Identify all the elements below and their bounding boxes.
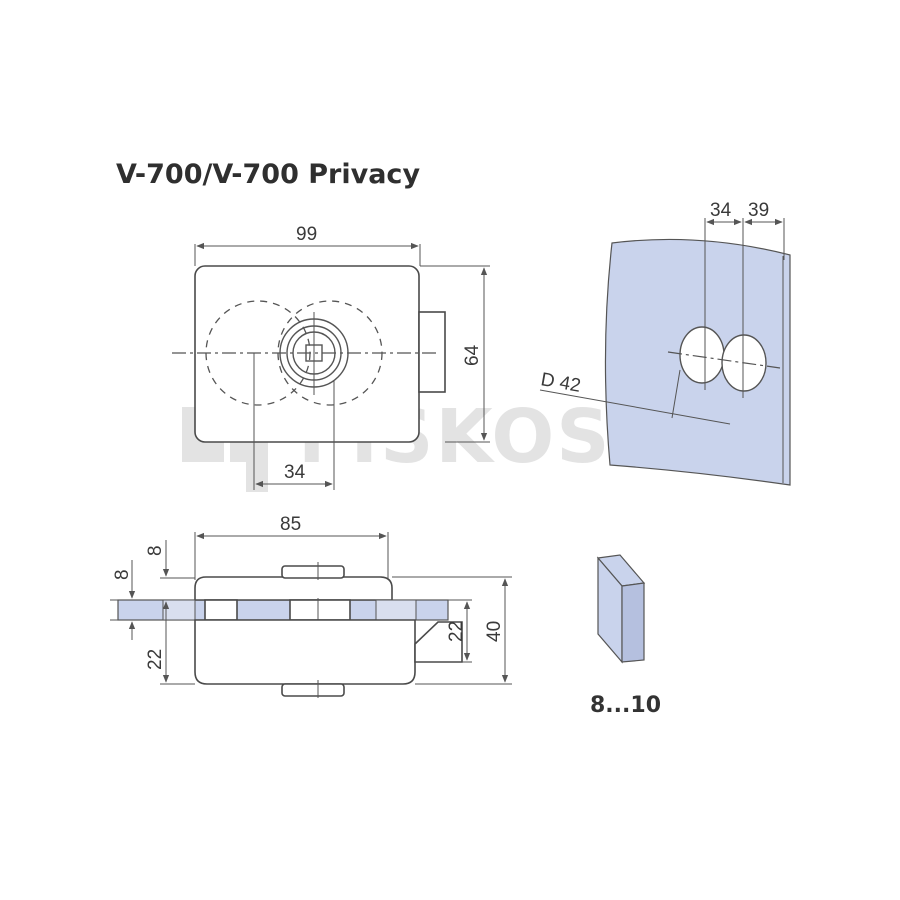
side-view: 85 8 22 8 22 [110, 514, 512, 698]
dim-64: 64 [462, 344, 483, 366]
dim-hole-34: 34 [710, 200, 732, 221]
dim-40: 40 [484, 621, 505, 642]
dim-22-left: 22 [145, 649, 166, 670]
glass-cutout-view: 34 39 D 42 [539, 200, 791, 486]
front-view: 99 64 34 [172, 224, 490, 490]
dim-85: 85 [280, 514, 301, 535]
dim-34-front: 34 [284, 462, 306, 483]
dim-22-right: 22 [446, 621, 467, 642]
lock-body-front [194, 265, 420, 443]
glass-thickness-view: 8...10 [590, 554, 661, 718]
dim-d42: D 42 [539, 369, 582, 397]
dim-99: 99 [296, 224, 317, 245]
dim-hole-39: 39 [748, 200, 769, 221]
latch-block [418, 311, 446, 393]
dim-glass-thickness: 8...10 [590, 693, 661, 718]
dim-8-left: 8 [112, 569, 133, 580]
drawing-title: V-700/V-700 Privacy [116, 159, 420, 190]
dim-8-top: 8 [145, 545, 166, 556]
